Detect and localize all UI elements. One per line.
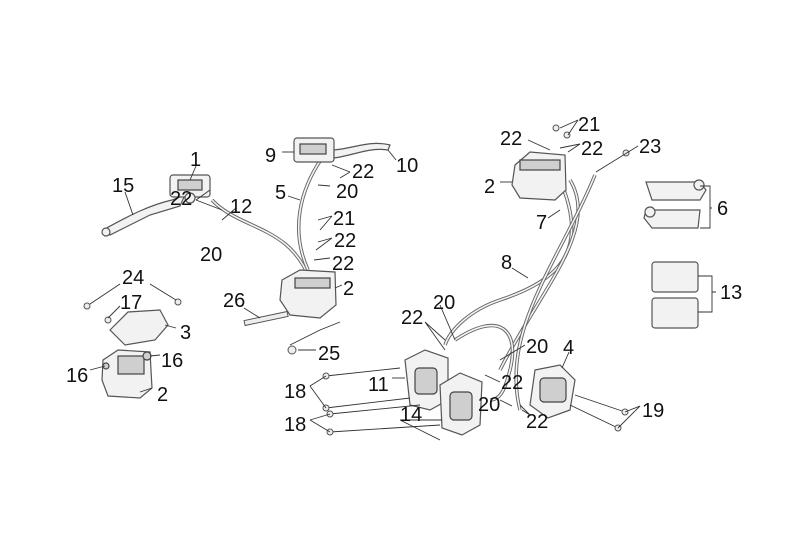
callout-20: 20 [526, 336, 548, 358]
callout-19: 19 [642, 400, 664, 422]
callout-16: 16 [161, 350, 183, 372]
master-cylinder-9 [293, 137, 391, 163]
callout-20: 20 [433, 292, 455, 314]
callout-22: 22 [500, 128, 522, 150]
callout-20: 20 [478, 394, 500, 416]
callout-23: 23 [639, 136, 661, 158]
caliper-11 [404, 349, 449, 411]
callout-22: 22 [334, 230, 356, 252]
brake-hoses [210, 157, 597, 411]
callout-14: 14 [400, 404, 422, 426]
callout-6: 6 [717, 198, 728, 220]
callout-5: 5 [275, 182, 286, 204]
callout-8: 8 [501, 252, 512, 274]
callout-7: 7 [536, 212, 547, 234]
abs-unit-right [511, 124, 630, 201]
bracket-3 [83, 298, 182, 346]
callout-2: 2 [157, 384, 168, 406]
bolt-26 [243, 310, 289, 327]
master-cylinder-1 [101, 174, 211, 237]
callout-2: 2 [343, 278, 354, 300]
callout-11: 11 [368, 374, 389, 396]
lever-15 [101, 193, 187, 236]
callout-18: 18 [284, 414, 306, 436]
callout-15: 15 [112, 175, 134, 197]
callout-10: 10 [396, 155, 418, 177]
callout-22: 22 [332, 253, 354, 275]
caliper-14 [439, 372, 483, 436]
caliper-4 [529, 364, 576, 419]
brake-pads-13 [651, 261, 699, 329]
callout-20: 20 [200, 244, 222, 266]
bolt-25 [287, 345, 297, 355]
bolts-18 [322, 367, 441, 436]
bolts-19 [569, 394, 629, 432]
callout-22: 22 [581, 138, 603, 160]
callout-13: 13 [720, 282, 742, 304]
callout-4: 4 [563, 337, 574, 359]
callout-22: 22 [170, 188, 192, 210]
callout-20: 20 [336, 181, 358, 203]
callout-16: 16 [66, 365, 88, 387]
callout-22: 22 [501, 372, 523, 394]
callout-18: 18 [284, 381, 306, 403]
callout-21: 21 [578, 114, 600, 136]
callout-labels: 1 15 22 20 12 9 10 22 20 5 21 22 22 2 26… [66, 114, 742, 436]
callout-26: 26 [223, 290, 245, 312]
callout-3: 3 [180, 322, 191, 344]
callout-1: 1 [190, 149, 201, 171]
callout-22: 22 [401, 307, 423, 329]
abs-unit-left [243, 269, 337, 355]
callout-9: 9 [265, 145, 276, 167]
callout-12: 12 [230, 196, 252, 218]
lever-10 [333, 142, 391, 159]
callout-22: 22 [526, 411, 548, 433]
leader-lines [89, 119, 716, 441]
callout-24: 24 [122, 267, 144, 289]
callout-17: 17 [120, 292, 142, 314]
abs-unit-bottom-left [101, 349, 153, 399]
callout-22: 22 [352, 161, 374, 183]
callout-21: 21 [333, 208, 355, 230]
callout-25: 25 [318, 343, 340, 365]
brake-pads-6 [643, 179, 707, 229]
callout-2: 2 [484, 176, 495, 198]
